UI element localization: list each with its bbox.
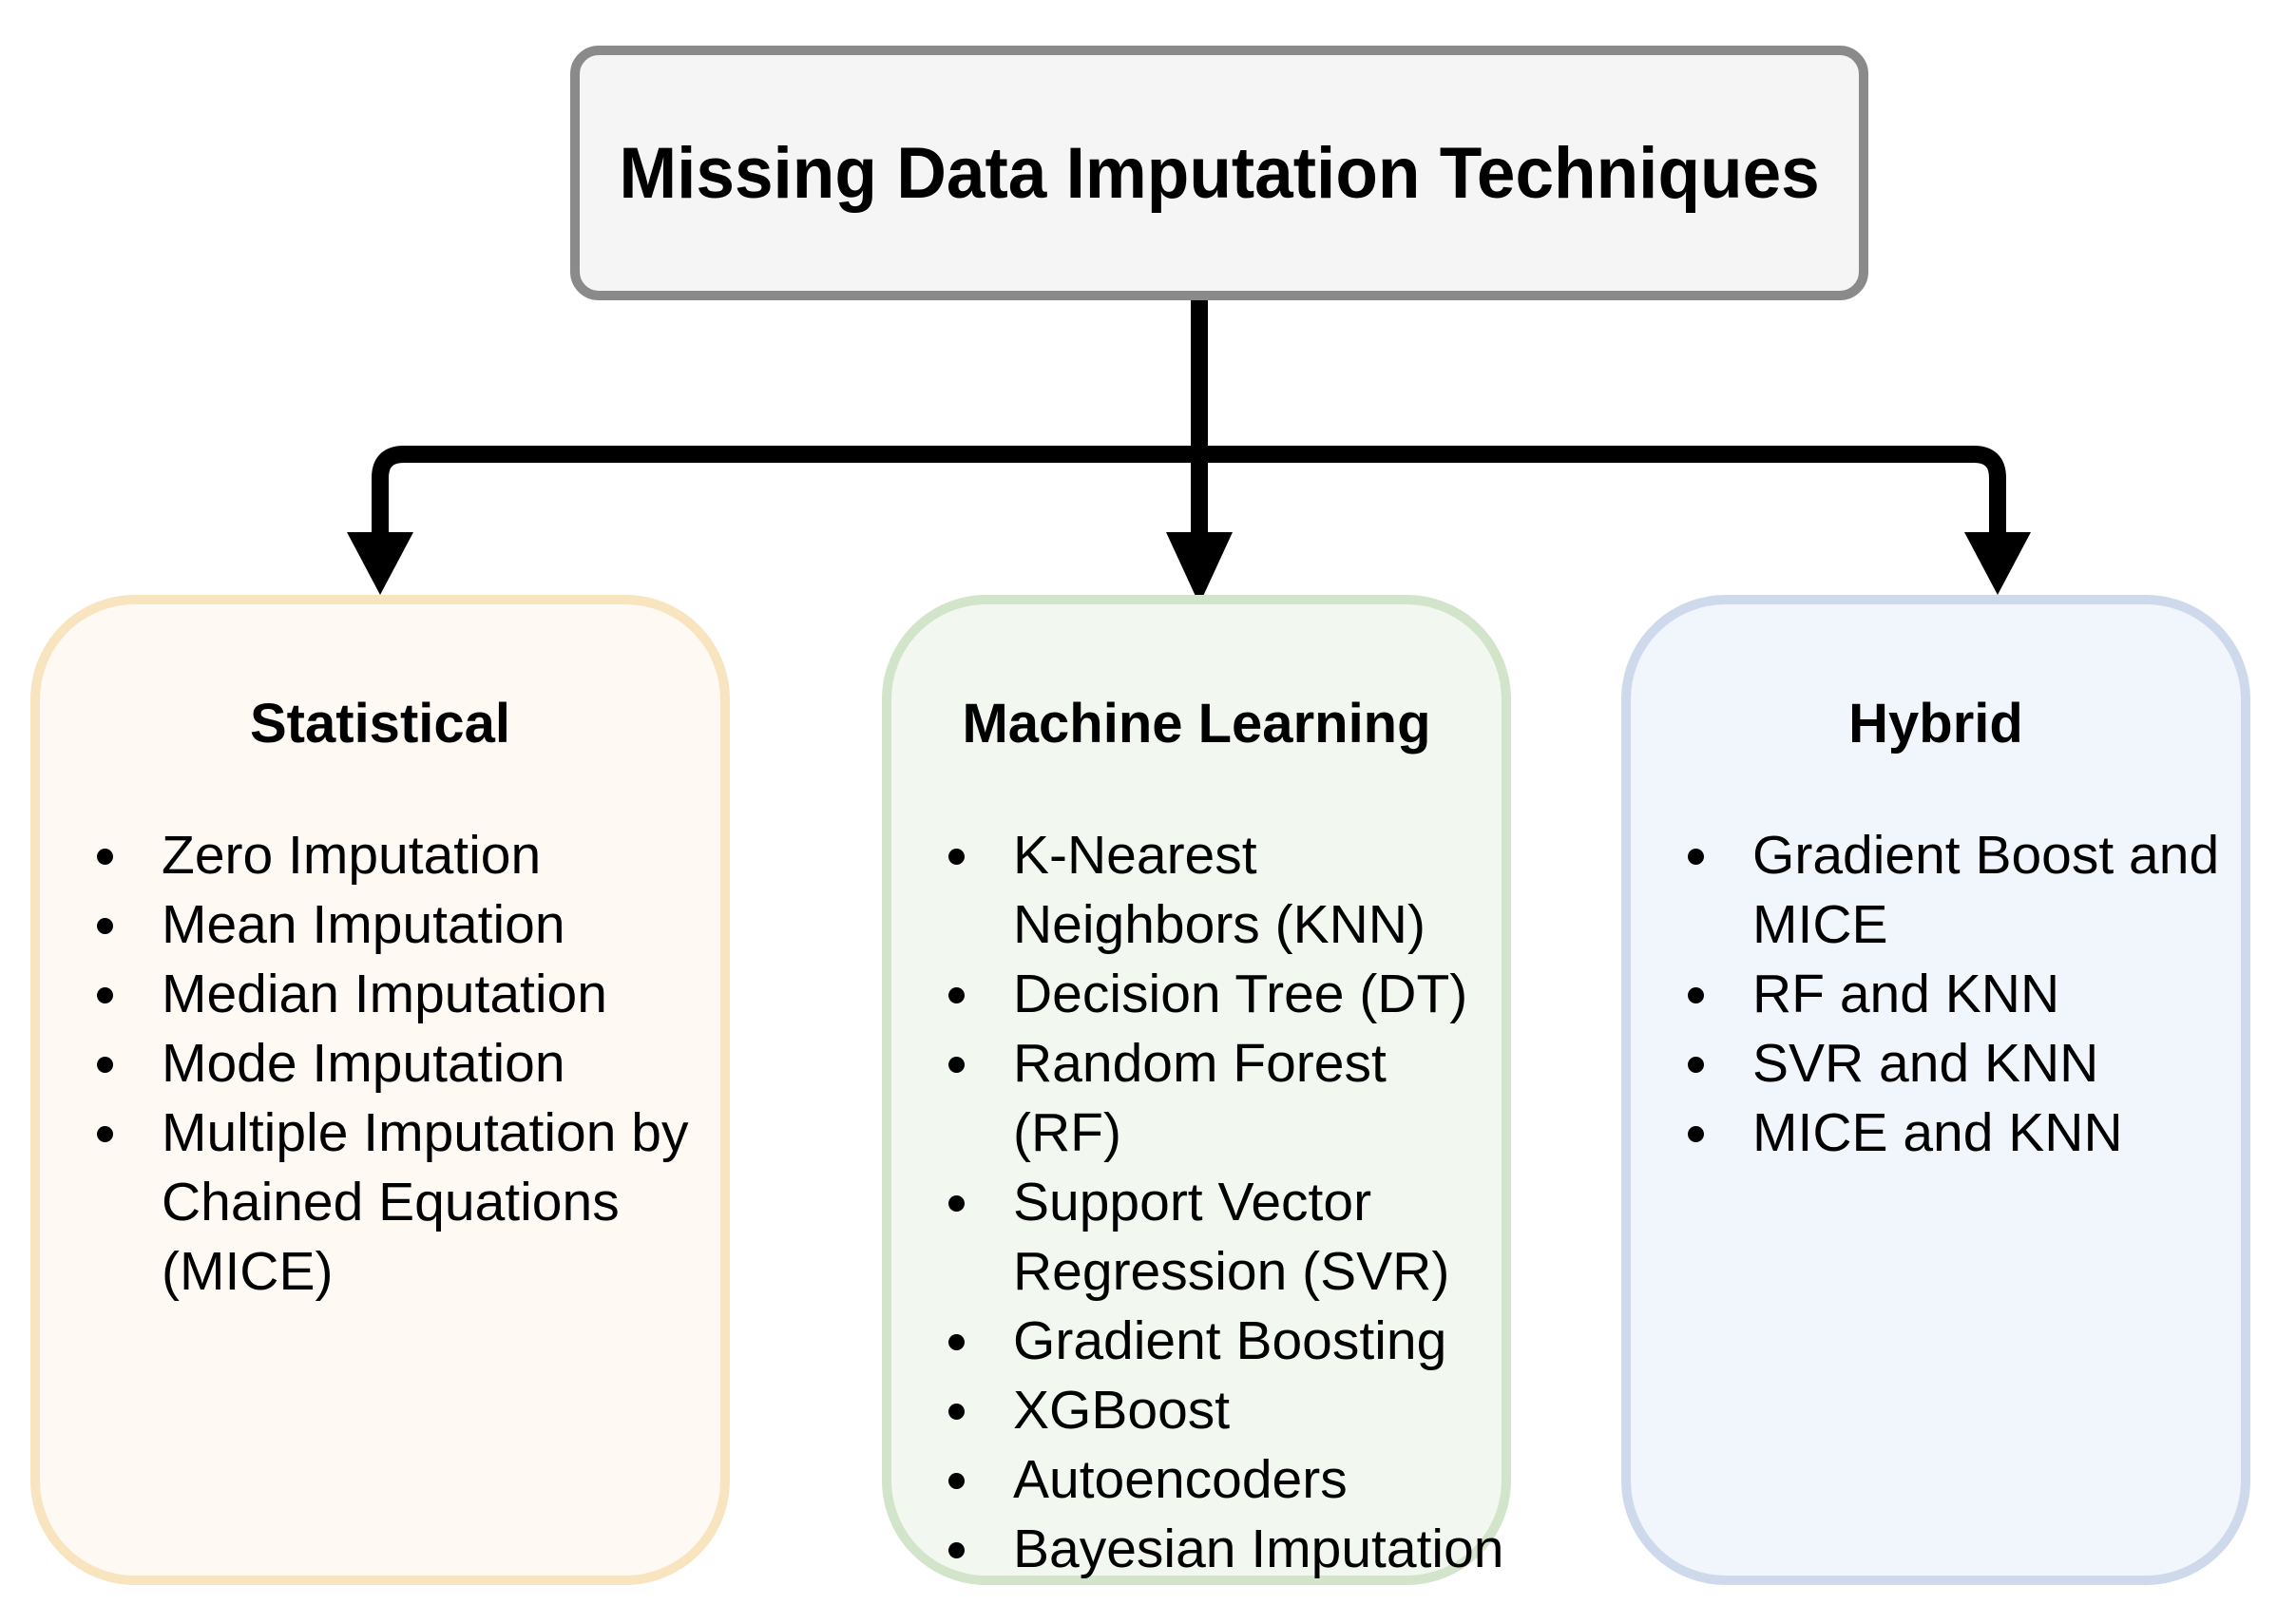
item-label: Gradient Boosting	[1013, 1310, 1447, 1371]
technique-list: K-Nearest Neighbors (KNN) Decision Tree …	[935, 821, 1505, 1584]
bullet-icon	[97, 1057, 113, 1073]
item-label: Gradient Boost and MICE	[1752, 825, 2220, 955]
connector-branch-left	[372, 446, 1199, 542]
bullet-icon	[948, 1057, 965, 1073]
list-item: Multiple Imputation by Chained Equations…	[84, 1099, 730, 1307]
item-label: XGBoost	[1013, 1380, 1231, 1441]
item-label: Multiple Imputation by Chained Equations…	[162, 1102, 689, 1302]
technique-list: Zero Imputation Mean Imputation Median I…	[84, 821, 730, 1307]
item-label: Median Imputation	[162, 964, 607, 1024]
bullet-icon	[97, 918, 113, 934]
arrowhead-statistical	[347, 532, 413, 595]
list-item: K-Nearest Neighbors (KNN)	[935, 821, 1505, 960]
root-node: Missing Data Imputation Techniques	[570, 46, 1868, 300]
list-item: XGBoost	[935, 1376, 1505, 1445]
bullet-icon	[948, 849, 965, 865]
list-item: Bayesian Imputation	[935, 1515, 1505, 1584]
item-label: MICE and KNN	[1752, 1102, 2123, 1163]
list-item: Gradient Boosting	[935, 1307, 1505, 1376]
item-label: Support Vector Regression (SVR)	[1013, 1172, 1450, 1302]
bullet-icon	[948, 1334, 965, 1350]
item-label: Mode Imputation	[162, 1033, 565, 1094]
category-machine-learning: Machine Learning K-Nearest Neighbors (KN…	[882, 595, 1511, 1585]
category-title: Hybrid	[1848, 693, 2023, 755]
category-hybrid: Hybrid Gradient Boost and MICE RF and KN…	[1621, 595, 2250, 1585]
diagram-title: Missing Data Imputation Techniques	[619, 132, 1820, 214]
item-label: Autoencoders	[1013, 1449, 1348, 1510]
category-title: Statistical	[250, 693, 510, 755]
item-label: Decision Tree (DT)	[1013, 964, 1468, 1024]
list-item: Zero Imputation	[84, 821, 730, 890]
category-title: Machine Learning	[962, 693, 1431, 755]
list-item: RF and KNN	[1674, 960, 2245, 1029]
list-item: Autoencoders	[935, 1445, 1505, 1515]
list-item: Support Vector Regression (SVR)	[935, 1168, 1505, 1307]
category-statistical: Statistical Zero Imputation Mean Imputat…	[30, 595, 730, 1585]
bullet-icon	[948, 987, 965, 1003]
bullet-icon	[1688, 1126, 1704, 1142]
item-label: Random Forest (RF)	[1013, 1033, 1387, 1163]
bullet-icon	[948, 1473, 965, 1489]
list-item: Random Forest (RF)	[935, 1029, 1505, 1168]
item-label: Zero Imputation	[162, 825, 542, 886]
arrowhead-machine-learning	[1166, 532, 1233, 604]
bullet-icon	[1688, 849, 1704, 865]
bullet-icon	[948, 1404, 965, 1420]
list-item: Gradient Boost and MICE	[1674, 821, 2245, 960]
item-label: RF and KNN	[1752, 964, 2060, 1024]
bullet-icon	[97, 987, 113, 1003]
item-label: Bayesian Imputation	[1013, 1519, 1504, 1579]
list-item: Mean Imputation	[84, 890, 730, 960]
arrowhead-hybrid	[1964, 532, 2031, 595]
item-label: Mean Imputation	[162, 894, 565, 955]
list-item: Decision Tree (DT)	[935, 960, 1505, 1029]
item-label: SVR and KNN	[1752, 1033, 2099, 1094]
bullet-icon	[97, 849, 113, 865]
list-item: Mode Imputation	[84, 1029, 730, 1099]
bullet-icon	[948, 1542, 965, 1558]
bullet-icon	[1688, 1057, 1704, 1073]
connector-branch-right	[1199, 446, 2006, 542]
bullet-icon	[97, 1126, 113, 1142]
item-label: K-Nearest Neighbors (KNN)	[1013, 825, 1426, 955]
list-item: Median Imputation	[84, 960, 730, 1029]
bullet-icon	[1688, 987, 1704, 1003]
bullet-icon	[948, 1195, 965, 1212]
list-item: MICE and KNN	[1674, 1099, 2245, 1168]
technique-list: Gradient Boost and MICE RF and KNN SVR a…	[1674, 821, 2245, 1168]
list-item: SVR and KNN	[1674, 1029, 2245, 1099]
